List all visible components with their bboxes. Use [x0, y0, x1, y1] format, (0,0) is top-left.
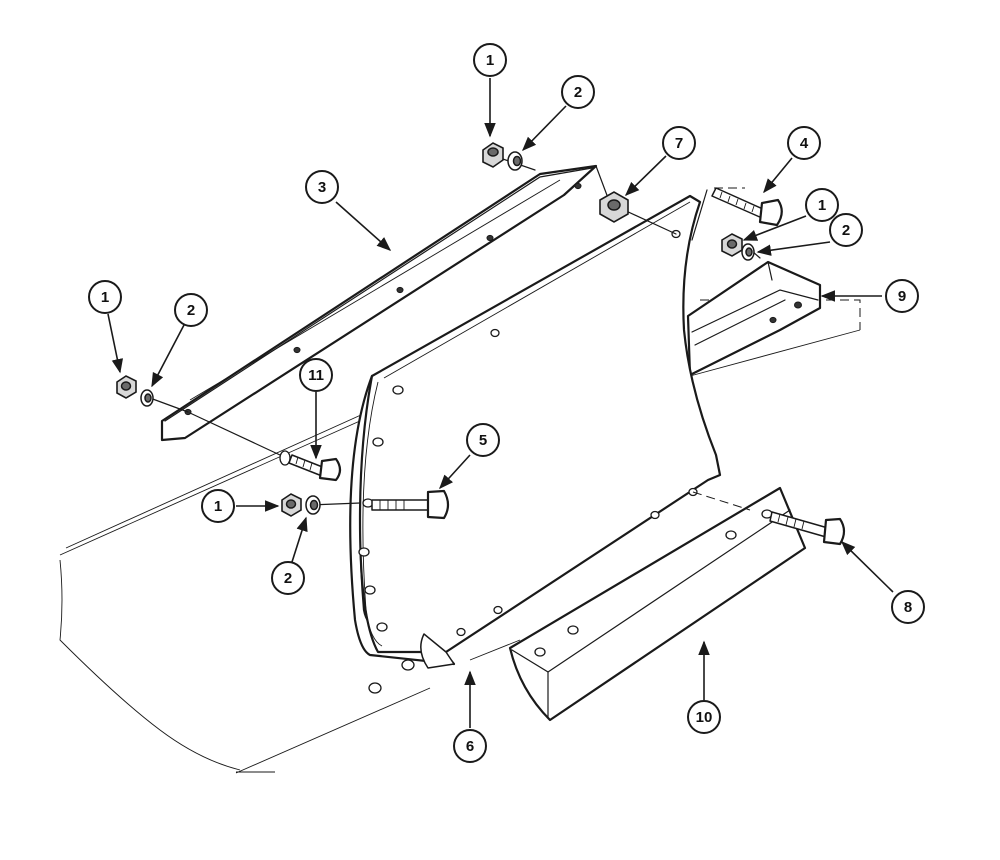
nut-right: [721, 233, 743, 257]
strip-hole: [574, 182, 582, 190]
callout-number: 2: [187, 302, 195, 319]
callout-2: 2: [174, 293, 208, 327]
plate-hole: [364, 585, 376, 595]
callout-2: 2: [271, 561, 305, 595]
spacer: [599, 191, 629, 223]
washer-lower-left: [305, 495, 321, 515]
plate-hole: [490, 328, 500, 338]
plate-hole: [650, 510, 660, 520]
callout-2: 2: [829, 213, 863, 247]
callout-5: 5: [466, 423, 500, 457]
bolt-upper-right: [711, 187, 783, 227]
callout-9: 9: [885, 279, 919, 313]
top-mounting-strip: [160, 164, 598, 442]
main-wear-plate: [349, 194, 722, 669]
callout-number: 1: [101, 289, 109, 306]
bolt-lower-right: [769, 511, 846, 546]
callout-number: 4: [800, 135, 809, 152]
callout-number: 10: [696, 709, 713, 726]
callout-number: 2: [284, 570, 292, 587]
block-hole: [725, 530, 737, 540]
machine-frame: [59, 299, 861, 774]
callout-2: 2: [561, 75, 595, 109]
callout-1: 1: [805, 188, 839, 222]
callout-6: 6: [453, 729, 487, 763]
nut-top: [482, 142, 504, 168]
callout-1: 1: [473, 43, 507, 77]
callout-leaders: [107, 78, 894, 728]
callout-3: 3: [305, 170, 339, 204]
callout-number: 2: [842, 222, 850, 239]
callout-number: 1: [214, 498, 222, 515]
nut-left: [116, 375, 137, 399]
callout-11: 11: [299, 358, 333, 392]
callout-number: 9: [898, 288, 906, 305]
plate-hole: [493, 605, 503, 615]
callout-4: 4: [787, 126, 821, 160]
assembly-lines: [149, 157, 761, 511]
callout-number: 1: [818, 197, 826, 214]
callout-7: 7: [662, 126, 696, 160]
bracket-hole: [769, 316, 777, 324]
washer-left: [140, 389, 154, 407]
bolt-middle-left: [279, 450, 342, 482]
strip-hole: [293, 346, 301, 354]
callout-1: 1: [88, 280, 122, 314]
callout-1: 1: [201, 489, 235, 523]
callout-number: 8: [904, 599, 912, 616]
plate-hole: [392, 385, 404, 395]
plate-hole: [456, 627, 466, 637]
bottom-wear-block: [508, 486, 807, 722]
nut-lower-left: [281, 493, 302, 517]
callout-number: 3: [318, 179, 326, 196]
rear-angle-bracket: [686, 260, 822, 377]
bracket-hole: [794, 301, 802, 309]
frame-hole: [368, 682, 382, 694]
callout-number: 6: [466, 738, 474, 755]
callout-10: 10: [687, 700, 721, 734]
plate-hole: [376, 622, 388, 632]
plate-hole: [372, 437, 384, 447]
block-hole: [567, 625, 579, 635]
bolt-center: [371, 489, 450, 520]
callout-number: 2: [574, 84, 582, 101]
callout-number: 1: [486, 52, 494, 69]
strip-hole: [486, 234, 494, 242]
strip-hole: [396, 286, 404, 294]
washer-right: [741, 243, 755, 261]
washer-top: [507, 151, 523, 171]
callout-8: 8: [891, 590, 925, 624]
callout-number: 7: [675, 135, 683, 152]
callout-number: 5: [479, 432, 487, 449]
plate-hole: [358, 547, 370, 557]
callout-number: 11: [308, 367, 324, 384]
frame-hole: [401, 659, 415, 671]
block-hole: [534, 647, 546, 657]
